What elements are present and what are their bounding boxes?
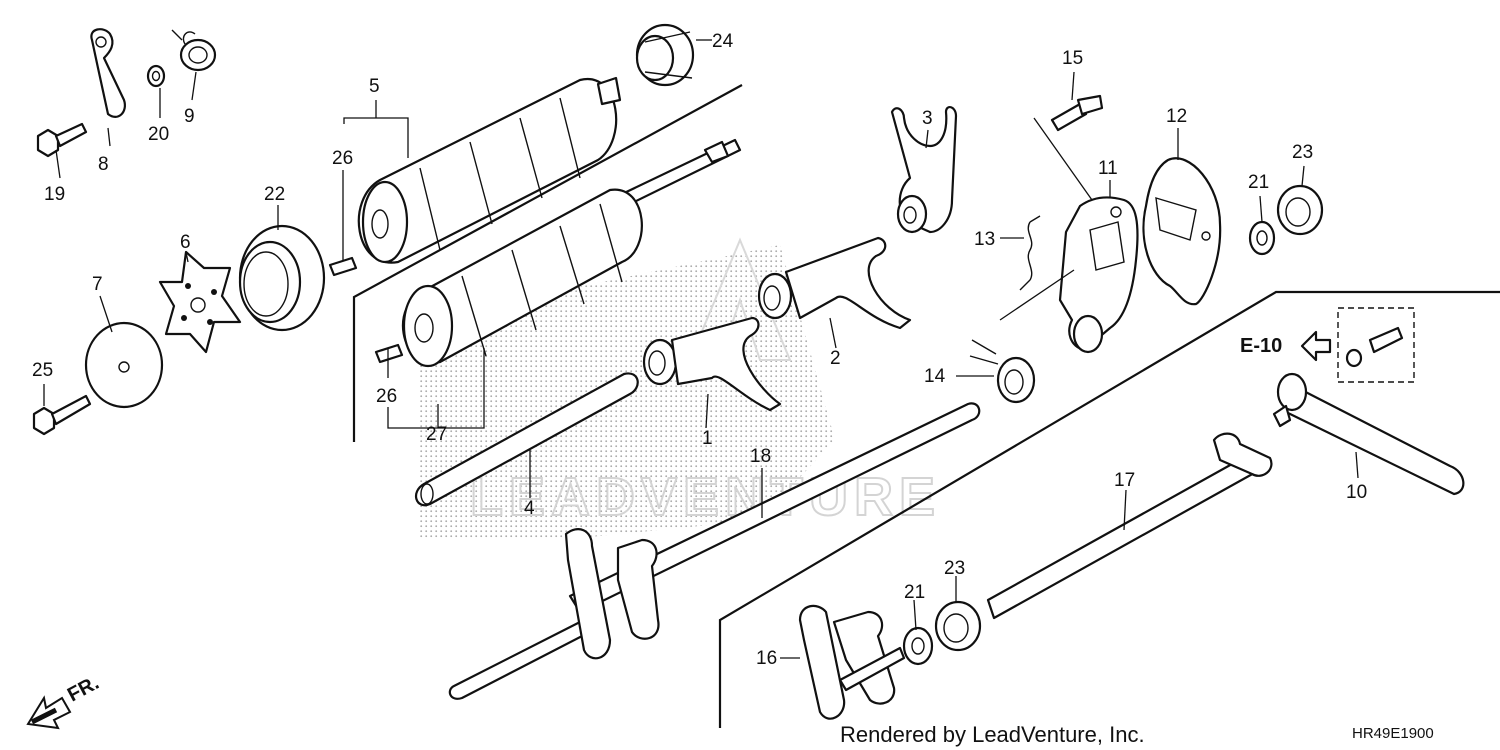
label-18: 18 bbox=[750, 446, 771, 467]
part-10-spindle bbox=[1272, 372, 1465, 496]
label-11: 11 bbox=[1098, 158, 1118, 179]
part-22-oil-seal bbox=[238, 224, 326, 332]
credit-text: Rendered by LeadVenture, Inc. bbox=[840, 722, 1145, 747]
part-5-shift-drum bbox=[357, 76, 622, 264]
diagram-code: HR49E1900 bbox=[1352, 725, 1434, 742]
label-3: 3 bbox=[922, 108, 933, 129]
part-23-bearing-lower bbox=[934, 600, 982, 652]
label-20: 20 bbox=[148, 124, 169, 145]
label-5: 5 bbox=[369, 76, 380, 97]
label-9: 9 bbox=[184, 106, 195, 127]
part-6-star-plate bbox=[158, 250, 242, 354]
part-17-shaft bbox=[986, 432, 1273, 620]
part-2-shift-fork bbox=[757, 236, 912, 330]
label-22: 22 bbox=[264, 184, 285, 205]
label-21: 21 bbox=[1248, 172, 1269, 193]
label-2: 2 bbox=[830, 348, 841, 369]
part-21-washer-upper bbox=[1248, 220, 1276, 256]
label-25: 25 bbox=[32, 360, 53, 381]
label-26b: 26 bbox=[376, 386, 397, 407]
part-16-arm bbox=[798, 604, 906, 720]
part-14-spring bbox=[969, 339, 1036, 404]
section-lines bbox=[352, 84, 1500, 728]
label-12: 12 bbox=[1166, 106, 1187, 127]
part-26-pins bbox=[328, 256, 404, 364]
part-25-bolt bbox=[32, 394, 92, 436]
svg-text:LEADVENTURE: LEADVENTURE bbox=[470, 467, 941, 527]
label-27: 27 bbox=[426, 424, 447, 445]
label-19: 19 bbox=[44, 184, 65, 205]
part-3-shift-fork bbox=[890, 106, 958, 234]
part-13-spring bbox=[1019, 215, 1041, 291]
part-24-bearing bbox=[635, 23, 695, 87]
label-17: 17 bbox=[1114, 470, 1135, 491]
label-7: 7 bbox=[92, 274, 103, 295]
part-12-cover bbox=[1142, 157, 1222, 306]
e10-reference-group: E-10 bbox=[1240, 307, 1415, 383]
part-1-shift-fork bbox=[642, 316, 782, 412]
label-6: 6 bbox=[180, 232, 191, 253]
front-marker: FR. bbox=[26, 672, 103, 730]
part-labels: 24 5 26 8 20 9 19 22 6 7 25 26 27 4 1 18… bbox=[32, 31, 1367, 669]
part-9-spring bbox=[171, 29, 217, 72]
label-14: 14 bbox=[924, 366, 946, 387]
label-10: 10 bbox=[1346, 482, 1367, 503]
label-1: 1 bbox=[702, 428, 713, 449]
label-16: 16 bbox=[756, 648, 777, 669]
label-23b: 23 bbox=[944, 558, 965, 579]
label-23: 23 bbox=[1292, 142, 1313, 163]
label-15: 15 bbox=[1062, 48, 1083, 69]
part-19-bolt bbox=[36, 122, 88, 158]
reference-label: E-10 bbox=[1240, 335, 1282, 357]
part-21-washer-lower bbox=[902, 626, 934, 666]
part-4-fork-shaft bbox=[414, 372, 639, 507]
label-13: 13 bbox=[974, 229, 995, 250]
part-27-shift-drum bbox=[402, 138, 742, 368]
front-marker-label: FR. bbox=[64, 672, 103, 707]
label-21b: 21 bbox=[904, 582, 925, 603]
label-8: 8 bbox=[98, 154, 109, 175]
label-4: 4 bbox=[524, 498, 535, 519]
part-11-plate bbox=[1058, 196, 1139, 354]
part-20-washer bbox=[146, 64, 166, 88]
label-26: 26 bbox=[332, 148, 353, 169]
part-8-stopper-arm bbox=[90, 28, 126, 118]
leader-lines bbox=[43, 39, 1359, 659]
part-18-shaft bbox=[448, 402, 981, 700]
part-15-pin bbox=[1050, 94, 1104, 132]
part-23-bearing-upper bbox=[1276, 184, 1324, 236]
label-24: 24 bbox=[712, 31, 734, 52]
part-7-cover-plate bbox=[84, 321, 164, 409]
